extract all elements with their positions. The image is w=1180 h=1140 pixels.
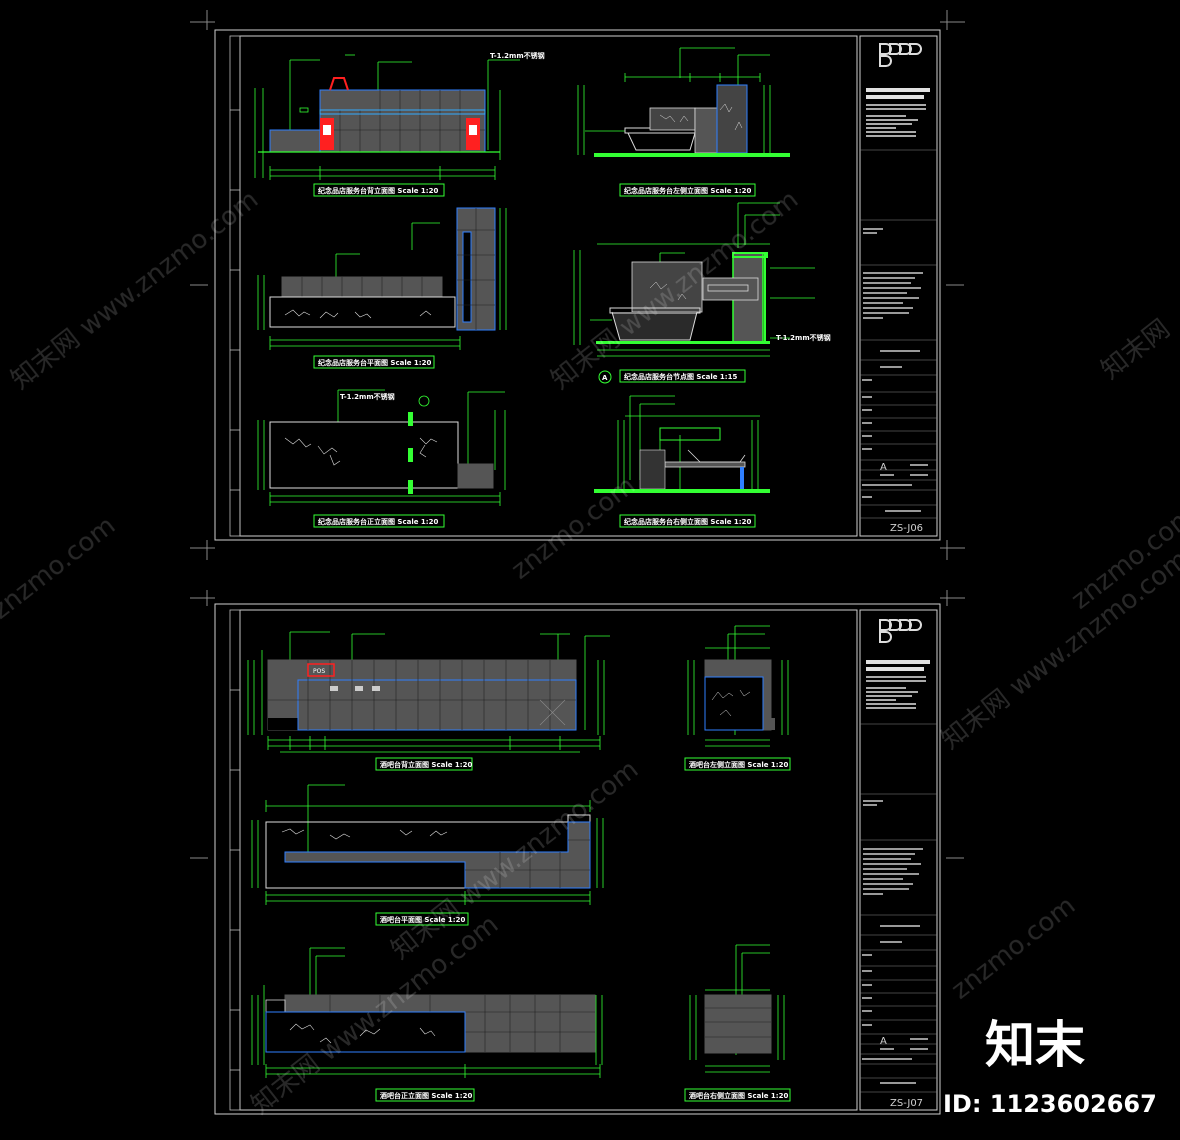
crop-marks (190, 590, 965, 859)
watermark-text: znzmo.com (0, 511, 121, 626)
view-title-text: 纪念品店服务台正立面图 Scale 1:20 (318, 517, 438, 526)
view-title-right-side (619, 514, 756, 528)
bar-opening (268, 718, 298, 730)
crop-marks (190, 10, 965, 560)
view-section-detail: A 纪念品店服务台节点图 Scale 1:15 T-1.2mm不锈钢 (573, 202, 831, 384)
view-title-left-side (619, 183, 756, 197)
view-right-side-elevation: 纪念品店服务台右侧立面图 Scale 1:20 (594, 395, 770, 528)
revision-letter: A (880, 462, 887, 473)
callout-steel-2: T-1.2mm不锈钢 (776, 333, 831, 342)
left-margin-strip (229, 609, 241, 1111)
sheet-zs-j07: A ZS-J07 (190, 590, 965, 1115)
view-title-text: 纪念品店服务台节点图 Scale 1:15 (624, 372, 737, 381)
view-title-text: 纪念品店服务台右侧立面图 Scale 1:20 (624, 517, 751, 526)
view-title-text: 酒吧台平面图 Scale 1:20 (380, 915, 465, 924)
company-logo (879, 619, 922, 643)
watermark-text: 知末网 www.znzmo.com (6, 185, 264, 396)
sheet-frame-outer (214, 29, 941, 541)
side-tall-panel (716, 84, 748, 154)
view-title-plan (313, 355, 435, 369)
bar-right-panel (704, 994, 772, 1054)
view-bar-back-elevation: POS 酒吧台背立面图 Scale 1:20 (247, 631, 610, 771)
detail-cabinet (631, 261, 703, 313)
view-title-detail (619, 369, 746, 383)
view-title-text: 酒吧台左侧立面图 Scale 1:20 (689, 760, 788, 769)
watermark-layer: 知末网 www.znzmo.com 知末网 www.znzmo.com znzm… (0, 185, 1180, 1121)
view-title-back-elevation (313, 183, 445, 197)
callout-steel-3: T-1.2mm不锈钢 (340, 392, 395, 401)
view-back-elevation: 纪念品店服务台背立面图 Scale 1:20 T-1.2mm不锈钢 (254, 51, 545, 197)
red-accent-top (329, 77, 349, 91)
view-bar-right-side: 酒吧台右侧立面图 Scale 1:20 (684, 944, 791, 1102)
title-block: A ZS-J06 (859, 35, 938, 537)
floor-slab (594, 153, 790, 157)
view-title-text: 纪念品店服务台背立面图 Scale 1:20 (318, 186, 438, 195)
brand-watermark: 知末 (985, 1016, 1085, 1074)
bar-plan-counter (284, 821, 591, 889)
sheet-number: ZS-J06 (890, 523, 923, 534)
detail-floor (596, 341, 770, 344)
company-name-lines (866, 88, 930, 137)
view-title-bar-front (375, 1088, 475, 1102)
watermark-text: znzmo.com (946, 891, 1081, 1006)
view-title-bar-right (684, 1088, 791, 1102)
front-step-block (457, 463, 494, 489)
sheet-number: ZS-J07 (890, 1098, 923, 1109)
watermark-text: 知末网 (1096, 314, 1176, 386)
counter-low-step (269, 129, 321, 153)
view-plan: 纪念品店服务台平面图 Scale 1:20 (257, 207, 507, 369)
view-bar-plan: 酒吧台平面图 Scale 1:20 (251, 784, 604, 926)
view-title-text: 酒吧台右侧立面图 Scale 1:20 (689, 1091, 788, 1100)
view-title-bar-back (375, 757, 473, 771)
view-bar-front-elevation: 酒吧台正立面图 Scale 1:20 (251, 947, 603, 1102)
front-counter (269, 421, 459, 489)
view-title-text: 酒吧台背立面图 Scale 1:20 (380, 760, 472, 769)
dimension-lines (254, 54, 520, 180)
watermark-text: znzmo.com (506, 471, 641, 586)
view-title-bar-left (684, 757, 791, 771)
view-front-elevation: 纪念品店服务台正立面图 Scale 1:20 T-1.2mm不锈钢 (257, 389, 506, 528)
view-bar-left-side: 酒吧台左侧立面图 Scale 1:20 (684, 625, 791, 771)
section-marker-text: A (602, 374, 608, 382)
sheet-frame-outer (214, 603, 941, 1115)
view-title-bar-plan (375, 912, 469, 926)
revision-letter: A (880, 1036, 887, 1047)
company-name-lines (866, 660, 930, 709)
sheet-zs-j06: A ZS-J06 (190, 10, 965, 560)
bar-front-marble (265, 1011, 466, 1053)
counter-upper-panel (319, 89, 486, 153)
pos-box (307, 663, 335, 677)
right-counter-top (664, 461, 746, 468)
marble-veining (284, 309, 432, 319)
company-logo (879, 43, 922, 67)
view-title-text: 纪念品店服务台平面图 Scale 1:20 (318, 358, 431, 367)
side-cabinet (694, 107, 718, 154)
view-title-text: 纪念品店服务台左侧立面图 Scale 1:20 (624, 186, 751, 195)
plan-front-counter (269, 296, 456, 328)
pos-label: POS (313, 668, 325, 675)
right-floor (594, 489, 770, 493)
view-title-text: 酒吧台正立面图 Scale 1:20 (380, 1091, 472, 1100)
title-block: A ZS-J07 (859, 609, 938, 1111)
detail-drawer (707, 284, 749, 292)
section-marker-a (598, 370, 612, 384)
title-block-notes (862, 228, 928, 512)
image-id-label: ID: 1123602667 (943, 1090, 1157, 1118)
watermark-text: 知末网 www.znzmo.com (936, 545, 1180, 756)
callout-steel-1: T-1.2mm不锈钢 (490, 51, 545, 60)
title-block-notes (862, 800, 928, 1084)
view-left-side-elevation: 纪念品店服务台左侧立面图 Scale 1:20 (577, 47, 790, 197)
view-title-front (313, 514, 445, 528)
left-margin-strip (229, 35, 241, 537)
